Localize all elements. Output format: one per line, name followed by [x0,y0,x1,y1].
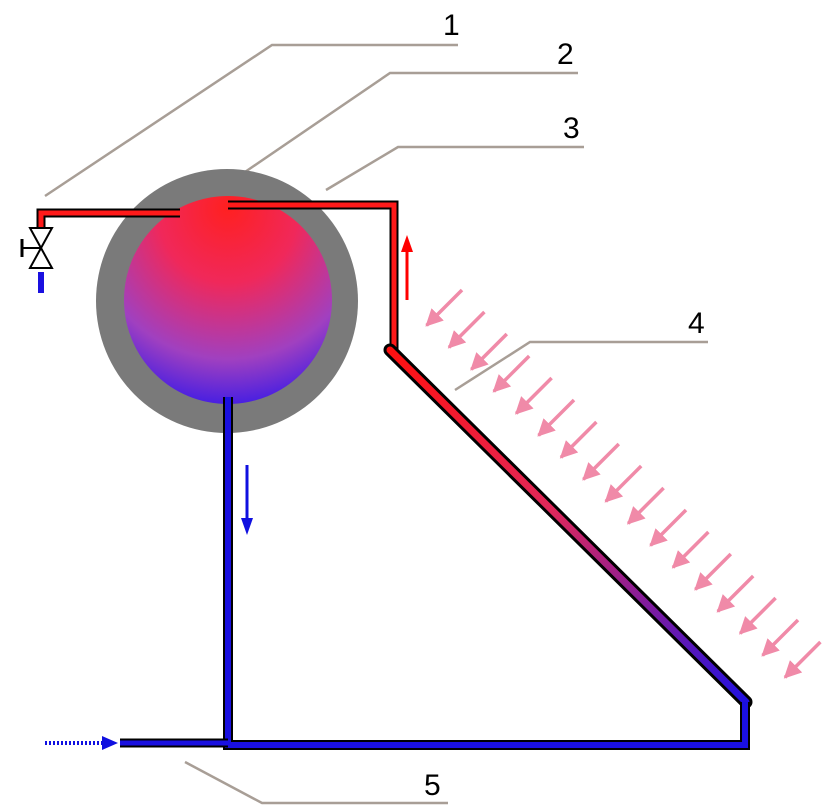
sun-ray-arrow [514,376,553,415]
sun-ray-arrow [694,552,733,591]
sun-ray-arrow [783,640,822,679]
sun-ray-arrow [425,288,464,327]
sun-ray-arrow [537,398,576,437]
sun-ray-arrow [738,596,777,635]
tank-water [124,196,332,404]
sun-ray-arrow [559,420,598,459]
leader-line-4 [454,340,708,392]
callout-number-3: 3 [563,112,580,145]
sun-ray-arrow [492,354,531,393]
callout-leaders [44,43,708,805]
sun-ray-arrow [716,574,755,613]
storage-tank [96,169,358,433]
callout-number-5: 5 [424,769,441,802]
leader-line-1 [44,43,458,198]
sun-ray-arrow [761,618,800,657]
callout-number-1: 1 [443,9,460,42]
sun-ray-arrow [626,486,665,525]
hot-return-pipe [228,200,399,352]
leader-line-2 [244,71,578,174]
sun-ray-arrow [447,310,486,349]
leader-line-5 [184,760,448,805]
sun-ray-arrow [671,530,710,569]
inlet-arrow-icon [45,736,118,750]
callout-number-2: 2 [557,38,574,71]
cold-pipes [38,272,750,750]
sun-ray-arrow [649,508,688,547]
sun-ray-arrow [470,332,509,371]
sun-ray-arrow [582,442,621,481]
valve-icon[interactable] [20,227,54,269]
flow-down-arrow-icon [241,465,253,535]
sun-ray-arrow [604,464,643,503]
flow-up-arrow-icon [401,235,413,300]
callout-number-4: 4 [688,307,705,340]
solar-collector [383,343,753,709]
sun-rays-icon [425,288,822,679]
leader-line-3 [325,145,584,192]
